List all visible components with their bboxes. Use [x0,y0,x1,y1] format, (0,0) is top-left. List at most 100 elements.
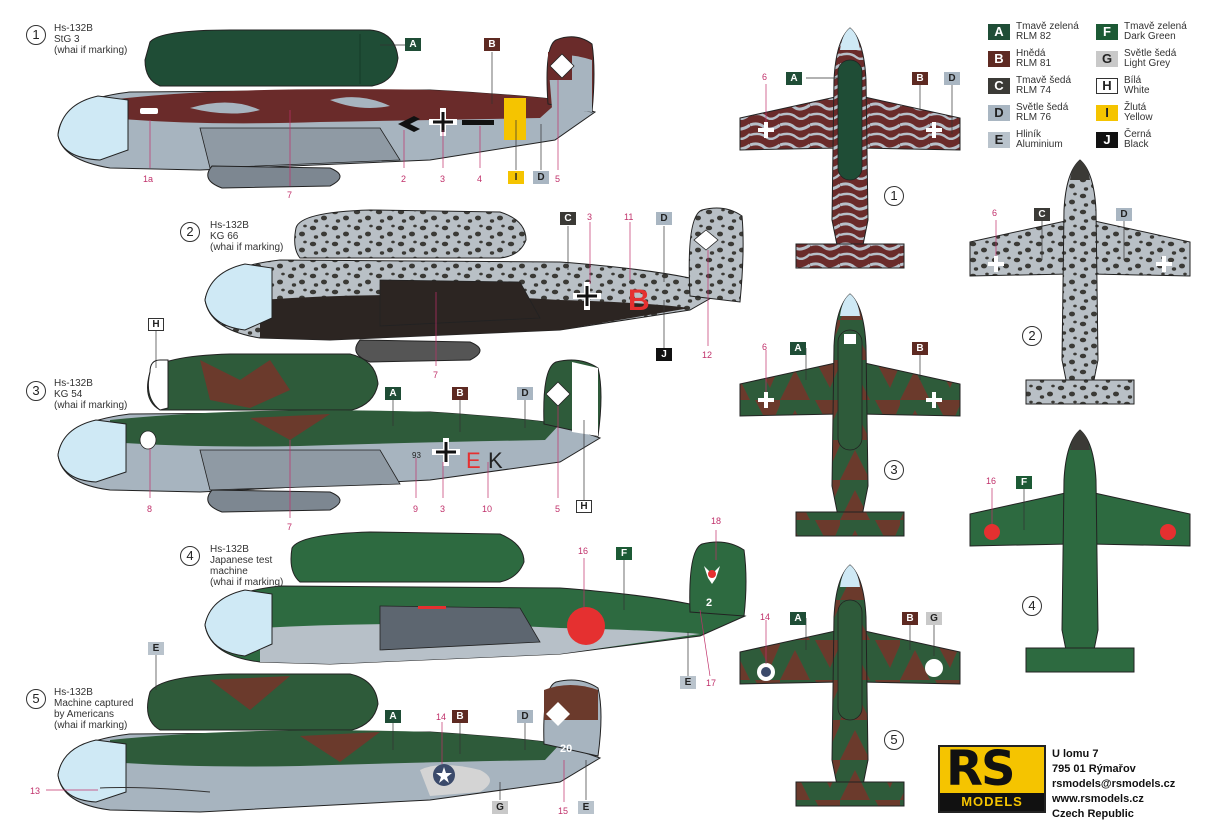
callout-s5-13: 13 [30,786,41,796]
scheme-1-line-2: StG 3 [54,34,80,45]
scheme-number-1: 1 [26,25,46,45]
legend-d-cz: Světle šedá [1016,102,1069,113]
callout-t4-16: 16 [986,476,997,486]
callout-s2-7: 7 [433,370,439,380]
legend-i-cz: Žlutá [1124,102,1147,113]
legend-a-cz: Tmavě zelená [1016,21,1079,32]
legend-h-en: White [1124,85,1150,96]
scheme-4-line-4: (whai if marking) [210,577,284,588]
side-5-tag-a: A [385,710,401,723]
callout-s5-15: 15 [558,806,569,816]
side-4-tag-f: F [616,547,632,560]
scheme-3-line-3: (whai if marking) [54,400,128,411]
scheme-number-5: 5 [26,689,46,709]
top-5-tag-b: B [902,612,918,625]
top-view-number-5: 5 [884,730,904,750]
address-email: rsmodels@rsmodels.cz [1052,778,1176,790]
side-view-5: 20 [57,673,602,813]
top-view-number-1: 1 [884,186,904,206]
side-view-4: 2 [204,531,747,665]
callout-t1-6: 6 [762,72,768,82]
legend-e-en: Aluminium [1016,139,1063,150]
scheme-text-1: Hs-132B StG 3 (whai if marking) [54,23,127,56]
top-3-tag-a: A [790,342,806,355]
legend-b-cz: Hnědá [1016,48,1046,59]
legend-g-cz: Světle šedá [1124,48,1177,59]
top-view-1 [739,27,961,269]
legend-swatch-e: E [988,132,1010,148]
top-2-tag-c: C [1034,208,1050,221]
callout-s3-5: 5 [555,504,561,514]
legend-b-en: RLM 81 [1016,58,1052,69]
aircraft-code-5: 20 [560,743,572,755]
legend-c-en: RLM 74 [1016,85,1052,96]
legend-e-cz: Hliník [1016,129,1042,140]
callout-s3-9: 9 [413,504,419,514]
side-4-tag-e: E [680,676,696,689]
side-2-tag-j: J [656,348,672,361]
callout-s3-10: 10 [482,504,493,514]
side-3-tag-d: D [517,387,533,400]
callout-s1-7: 7 [287,190,293,200]
scheme-text-3: Hs-132B KG 54 (whai if marking) [54,378,127,411]
callout-s4-17: 17 [706,678,717,688]
legend-swatch-c: C [988,78,1010,94]
callout-s3-8: 8 [147,504,153,514]
top-1-tag-a: A [786,72,802,85]
legend-swatch-b: B [988,51,1010,67]
scheme-text-5: Hs-132B Machine captured by Americans (w… [54,687,134,731]
side-view-3: E K 93 [57,353,602,513]
legend-swatch-g: G [1096,51,1118,67]
top-view-3 [739,293,961,537]
address-city: 795 01 Rýmařov [1052,763,1136,775]
scheme-text-2: Hs-132B KG 66 (whai if marking) [210,220,283,253]
legend-swatch-i: I [1096,105,1118,121]
scheme-3-line-2: KG 54 [54,389,83,400]
legend-g-en: Light Grey [1124,58,1171,69]
side-2-tag-d: D [656,212,672,225]
scheme-3-line-1: Hs-132B [54,378,93,389]
callout-t2-6: 6 [992,208,998,218]
address-country: Czech Republic [1052,808,1134,820]
callout-s4-16: 16 [578,546,589,556]
legend-j-en: Black [1124,139,1149,150]
leader-lines [155,44,1125,800]
callout-s1-2: 2 [401,174,407,184]
top-view-5 [739,564,961,807]
top-crosses [758,122,1172,408]
scheme-number-2: 2 [180,222,200,242]
scheme-5-line-1: Hs-132B [54,687,93,698]
callout-s1-1a: 1a [143,174,154,184]
side-1-tag-b: B [484,38,500,51]
legend-f-en: Dark Green [1124,31,1176,42]
legend-swatch-f: F [1096,24,1118,40]
legend-f-cz: Tmavě zelená [1124,21,1187,32]
callout-s1-4: 4 [477,174,483,184]
top-5-tag-g: G [926,612,942,625]
scheme-2-line-3: (whai if marking) [210,242,284,253]
top-view-number-3: 3 [884,460,904,480]
top-view-number-2: 2 [1022,326,1042,346]
top-view-number-4: 4 [1022,596,1042,616]
side-5-tag-e-bottom: E [578,801,594,814]
company-address: U lomu 7 795 01 Rýmařov rsmodels@rsmodel… [1052,747,1175,822]
address-website: www.rsmodels.cz [1052,793,1144,805]
top-view-4 [969,429,1191,673]
scheme-2-line-1: Hs-132B [210,220,249,231]
